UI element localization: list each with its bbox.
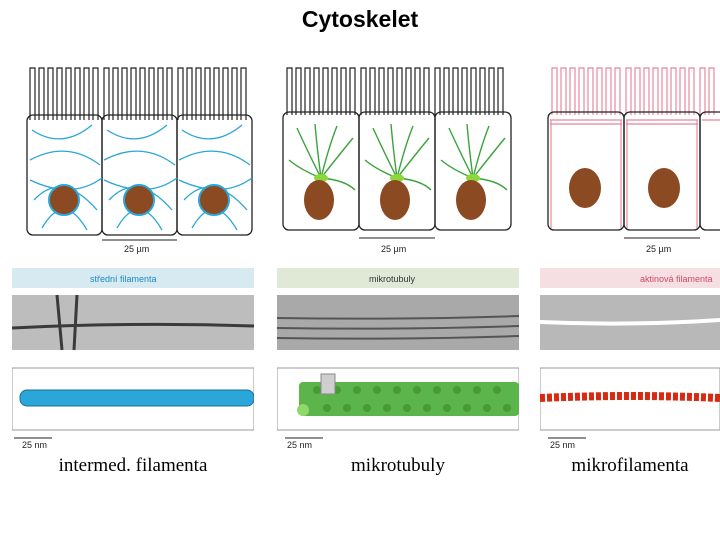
panel-microfilaments: 25 µm aktinová filamenta 25 nm — [540, 60, 720, 450]
label-band — [12, 268, 254, 288]
microvilli — [551, 67, 715, 115]
actin-filament-model — [540, 392, 720, 402]
cell-scale-label: 25 µm — [646, 244, 672, 254]
cortical-actin — [550, 119, 720, 228]
page-title: Cytoskelet — [301, 6, 419, 32]
model-box — [540, 367, 720, 431]
microvilli — [29, 67, 247, 120]
micrograph — [12, 295, 254, 350]
cell-scale-label: 25 µm — [381, 244, 407, 254]
band-label: mikrotubuly — [369, 274, 416, 284]
cell-outlines — [26, 114, 253, 236]
label-band — [540, 268, 720, 288]
intermediate-filament-model — [19, 389, 254, 407]
micrograph — [277, 295, 519, 350]
micrograph-tubules — [277, 315, 519, 340]
nuclei — [304, 180, 486, 220]
nm-scale-label: 25 nm — [22, 440, 48, 450]
nuclei — [569, 168, 680, 208]
nm-scale-label: 25 nm — [287, 440, 313, 450]
centrosomes — [314, 174, 480, 182]
microtubule-arrays — [288, 123, 508, 191]
cell-scale-label: 25 µm — [124, 244, 150, 254]
microtubules-illustration — [277, 67, 519, 439]
cell-outlines — [547, 111, 720, 231]
micrograph-filament — [540, 318, 720, 326]
caption-microfilaments: mikrofilamenta — [571, 455, 689, 476]
panel-intermediate-filaments: 25 µm střední filamenta 25 nm — [12, 60, 254, 450]
intermediate-filaments-illustration — [12, 67, 254, 439]
caption-intermediate-filaments: intermed. filamenta — [58, 455, 208, 476]
micrograph-filaments — [12, 294, 254, 351]
band-label: aktinová filamenta — [640, 274, 713, 284]
caption-microtubules: mikrotubuly — [351, 455, 445, 476]
microvilli — [286, 67, 504, 115]
microtubule-model — [297, 373, 519, 416]
band-label: střední filamenta — [90, 274, 157, 284]
nm-scale-label: 25 nm — [550, 440, 576, 450]
cell-layer — [26, 67, 253, 241]
cell-outlines — [282, 111, 512, 231]
nuclei — [48, 184, 230, 216]
microfilaments-illustration — [540, 67, 720, 439]
label-band — [277, 268, 519, 288]
panel-microtubules: 25 µm mikrotubuly 25 nm — [277, 60, 519, 450]
